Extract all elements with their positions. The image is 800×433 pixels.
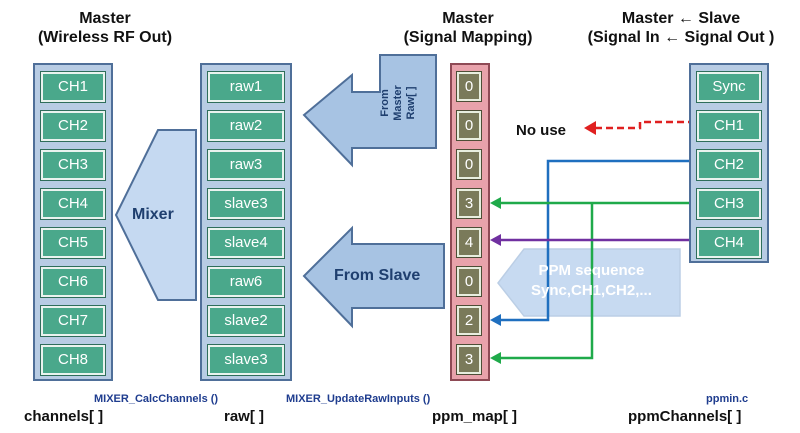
no-use-arrowhead	[584, 121, 596, 135]
ppm-channels-column: Sync CH1 CH2 CH3 CH4	[689, 63, 769, 263]
raw-cell: raw1	[207, 71, 285, 103]
header-master-rf-subtitle: (Wireless RF Out)	[37, 29, 173, 46]
header-master-mapping-title: Master	[442, 10, 494, 27]
raw-column: raw1 raw2 raw3 slave3 slave4 raw6 slave2…	[200, 63, 292, 381]
channel-cell: CH5	[40, 227, 106, 259]
ppm-channel-cell: CH2	[696, 149, 762, 181]
ppmin-file-label: ppmin.c	[706, 393, 749, 405]
channel-cell: CH6	[40, 266, 106, 298]
ch3-line-b	[498, 203, 594, 360]
from-master-label: From Master Raw[ ]	[379, 60, 437, 146]
channel-cell: CH2	[40, 110, 106, 142]
raw-cell: raw2	[207, 110, 285, 142]
mixer-calc-function-label: MIXER_CalcChannels ()	[94, 393, 219, 405]
ch3-arrowhead-a	[490, 197, 501, 209]
header-master-slave: Master ← Slave (Signal In ← Signal Out )	[576, 9, 786, 47]
raw-cell: raw3	[207, 149, 285, 181]
ppm-map-column: 0 0 0 3 4 0 2 3	[450, 63, 490, 381]
ppm-map-cell: 0	[456, 266, 482, 297]
header-master-slave-subtitle: (Signal In ← Signal Out )	[587, 29, 775, 46]
raw-cell: slave2	[207, 305, 285, 337]
channels-array-label: channels[ ]	[24, 408, 104, 425]
ppm-map-cell: 3	[456, 344, 482, 375]
ppm-channel-cell: CH3	[696, 188, 762, 220]
ppm-map-array-label: ppm_map[ ]	[432, 408, 518, 425]
mixer-arrow	[114, 129, 197, 301]
header-master-slave-title: Master ← Slave	[621, 10, 741, 27]
ppm-map-cell: 0	[456, 149, 482, 180]
ppm-sequence-label-line2: Sync,CH1,CH2,...	[531, 282, 652, 299]
channel-cell: CH3	[40, 149, 106, 181]
from-slave-label: From Slave	[334, 267, 421, 284]
ppm-map-cell: 0	[456, 110, 482, 141]
ppm-channels-array-label: ppmChannels[ ]	[628, 408, 742, 425]
raw-cell: slave3	[207, 188, 285, 220]
from-master-label-line2: Master	[392, 85, 404, 121]
header-master-mapping: Master (Signal Mapping)	[388, 9, 548, 47]
from-master-label-line1: From	[379, 89, 391, 117]
channels-column: CH1 CH2 CH3 CH4 CH5 CH6 CH7 CH8	[33, 63, 113, 381]
channel-cell: CH8	[40, 344, 106, 376]
channel-cell: CH4	[40, 188, 106, 220]
ppm-channel-cell: Sync	[696, 71, 762, 103]
ppm-map-cell: 4	[456, 227, 482, 258]
ppm-sequence-label-line1: PPM sequence	[538, 262, 645, 279]
no-use-label: No use	[516, 122, 567, 139]
raw-array-label: raw[ ]	[224, 408, 265, 425]
ppm-map-cell: 3	[456, 188, 482, 219]
header-master-rf-title: Master	[79, 10, 131, 27]
channel-cell: CH7	[40, 305, 106, 337]
raw-cell: slave3	[207, 344, 285, 376]
raw-cell: raw6	[207, 266, 285, 298]
from-master-arrow	[302, 54, 437, 168]
ppm-sequence-arrow	[497, 248, 681, 317]
channel-cell: CH1	[40, 71, 106, 103]
from-master-label-line3: Raw[ ]	[405, 86, 417, 120]
ppm-channel-cell: CH4	[696, 227, 762, 259]
mixer-label: Mixer	[132, 206, 174, 223]
ch3-arrowhead-b	[490, 352, 501, 364]
ch2-arrowhead	[490, 314, 501, 326]
from-slave-arrow	[302, 225, 445, 329]
no-use-line	[592, 120, 695, 130]
ch4-arrowhead	[490, 234, 501, 246]
ppm-map-cell: 0	[456, 71, 482, 102]
ppm-sequence-label: PPM sequence Sync,CH1,CH2,...	[531, 261, 652, 301]
mixer-update-function-label: MIXER_UpdateRawInputs ()	[286, 393, 431, 405]
header-master-rf: Master (Wireless RF Out)	[20, 9, 190, 47]
ppm-map-cell: 2	[456, 305, 482, 336]
raw-cell: slave4	[207, 227, 285, 259]
ppm-channel-cell: CH1	[696, 110, 762, 142]
header-master-mapping-subtitle: (Signal Mapping)	[403, 29, 533, 46]
